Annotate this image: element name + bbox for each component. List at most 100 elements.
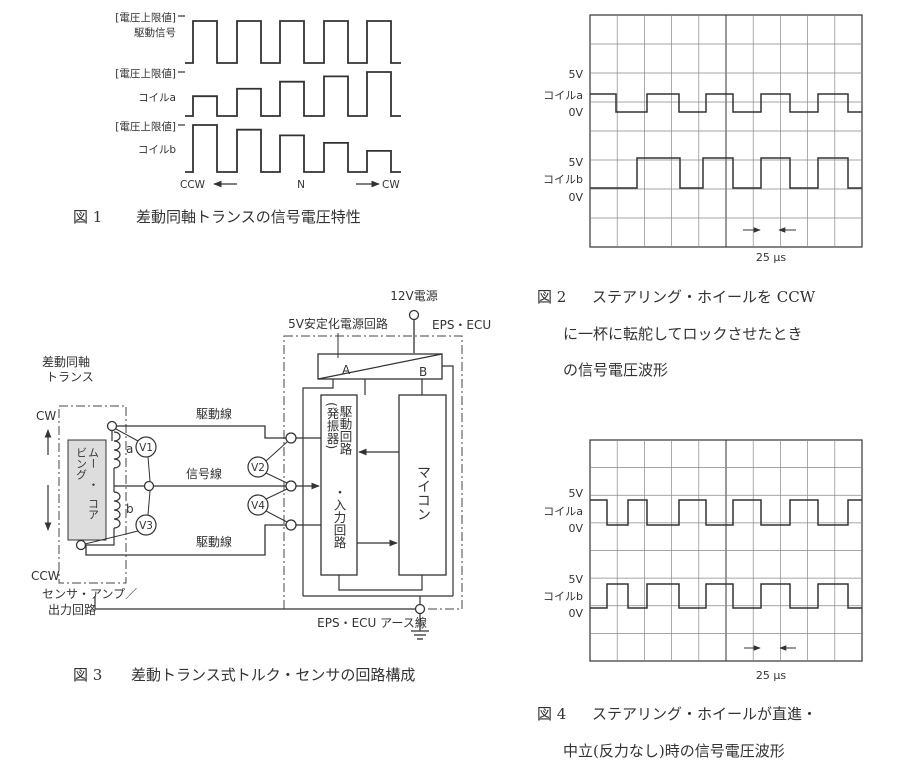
fig4-caption-line-1: ステアリング・ホイールが直進・ [592,705,817,723]
fig2-waveform-coil-a [590,93,862,113]
fig2-coil-a-5v: 5V [568,68,583,81]
fig4-coil-b-name: コイルb [543,590,583,603]
fig2-grid [590,15,862,247]
fig4-waveform-coil-b [590,583,862,609]
fig2-caption-line-2: に一杯に転舵してロックさせたとき [563,325,803,343]
svg-text:[電圧上限値]: [電圧上限値] [115,67,176,80]
fig3-v1-label: V1 [139,442,153,454]
fig4-coil-a-0v: 0V [568,522,583,535]
fig3-input-circuit-label: ・入力回路 [332,486,347,549]
fig3-moving-core-label-3: ・ [87,479,100,490]
fig3-block-a: A [342,363,351,377]
fig3-drive-wire-1 [117,425,286,439]
fig3-coil-a-symbol [113,431,121,469]
fig1-row-label-coil-b: [電圧上限値] コイルb [115,120,176,156]
fig3-sensor-ground-wire [94,596,415,610]
fig1-caption-number: 図 1 [73,208,102,226]
fig4-caption-line-2: 中立(反力なし)時の信号電圧波形 [563,742,785,760]
fig1-axis-n: N [297,179,305,191]
fig3-signal-line-label: 信号線 [186,466,222,481]
fig1-coil-b-waveform [185,124,401,173]
fig2-caption-line-1: ステアリング・ホイールを CCW [592,288,816,306]
fig3-coil-b-label: b [126,502,134,516]
fig3-voltmeter-v1 [135,436,157,458]
fig3-v1-lead-2 [147,456,151,482]
fig2-caption-number: 図 2 [537,288,566,306]
fig1-caption: 差動同軸トランスの信号電圧特性 [136,208,361,226]
fig3-coil-b-symbol [113,491,121,529]
fig2-caption-line-3: の信号電圧波形 [563,361,668,379]
fig3-transformer-label-1: 差動同軸 [42,355,90,369]
fig1-axis-ccw: CCW [180,179,206,191]
fig3-sensor-amp-label-2: 出力回路 [48,602,96,617]
fig3-ecu-terminal-2 [285,480,297,492]
fig2-coil-a-name: コイルa [543,89,583,102]
fig3-drive-line-label-1: 駆動線 [196,406,232,421]
fig3-ecu-terminal-1 [285,432,297,444]
fig1-signal-diagram: [電圧上限値] 駆動信号 [電圧上限値] コイルa [電圧上限値] コイルb C… [73,11,401,226]
fig3-terminal-top [106,420,118,432]
fig3-v4-label: V4 [251,500,265,512]
fig3-regulator-right-wire [442,365,454,596]
fig3-v3-label: V3 [139,520,153,532]
fig3-sensor-boundary [58,405,127,584]
fig3-coil-a-label: a [126,442,133,456]
fig3-drive-wire-2 [85,524,286,556]
fig2-coil-b-5v: 5V [568,156,583,169]
fig1-row-label-coil-a: [電圧上限値] コイルa [115,67,176,104]
svg-text:コイルb: コイルb [138,144,176,156]
fig3-regulator-label: 5V安定化電源回路 [288,316,388,331]
fig3-v2-label: V2 [251,462,265,474]
fig3-voltmeter-v2 [247,456,269,478]
svg-text:[電圧上限値]: [電圧上限値] [115,11,176,24]
fig3-12v-power-label: 12V電源 [390,289,437,303]
fig3-ecu-boundary [283,335,463,610]
fig3-v3-lead-1 [147,490,151,516]
svg-text:コイルa: コイルa [138,92,176,104]
fig1-axis-cw: CW [382,179,400,191]
fig3-sensor-amp-label-1: センサ・アンプ／ [42,587,137,601]
fig3-terminal-mid [143,480,155,492]
fig3-moving-core-label-1: ムー [87,447,100,469]
fig3-micon-label: マイコン [415,465,431,521]
fig3-drive-circuit-label: 駆動回路 [338,405,353,456]
svg-text:[電圧上限値]: [電圧上限値] [115,120,176,133]
fig3-circuit: 12V電源 5V安定化電源回路 EPS・ECU A B 駆動回路 (発振器) ・… [31,289,491,684]
fig2-coil-b-0v: 0V [568,191,583,204]
fig3-voltmeter-v4 [247,494,269,516]
fig3-v1-lead-1 [115,428,139,442]
fig4-grid [590,440,862,661]
fig1-row-label-drive: [電圧上限値] 駆動信号 [115,11,176,39]
fig3-ccw-label: CCW [31,569,60,583]
fig4-caption-number: 図 4 [537,705,566,723]
fig3-cw-label: CW [36,409,56,423]
fig3-moving-core-label-2: ビング [75,447,88,480]
fig3-drive-line-label-2: 駆動線 [196,534,232,549]
fig4-coil-a-5v: 5V [568,487,583,500]
fig3-v4-lead-1 [265,488,288,500]
fig3-v3-lead-2 [84,530,139,545]
fig3-v4-lead-2 [265,510,288,523]
fig2-coil-a-0v: 0V [568,106,583,119]
fig3-block-b: B [419,365,427,379]
fig4-coil-a-name: コイルa [543,505,583,518]
fig3-ground-label: EPS・ECU アース線 [317,615,427,630]
fig4-coil-b-5v: 5V [568,573,583,586]
fig3-ecu-label: EPS・ECU [432,318,491,332]
fig4-waveform-coil-a [590,499,862,526]
fig3-bottom-bus [338,575,423,591]
fig3-caption: 差動トランス式トルク・センサの回路構成 [131,666,415,684]
fig3-v2-lead-1 [265,441,288,462]
fig4-time-scale: 25 μs [756,669,786,682]
fig3-regulator-left-wire [302,379,334,596]
svg-text:駆動信号: 駆動信号 [134,26,176,39]
fig2-waveform-coil-b [590,157,862,189]
fig3-moving-core [67,439,107,541]
fig3-transformer-label-2: トランス [46,370,94,384]
fig4-oscilloscope: 5V コイルa 0V 5V コイルb 0V 25 μs 図 4 ステアリング・ホ… [537,439,863,760]
fig4-coil-b-0v: 0V [568,607,583,620]
fig3-oscillator-label: (発振器) [325,402,340,449]
fig3-voltmeter-v3 [135,514,157,536]
fig3-terminal-bottom [75,539,87,551]
